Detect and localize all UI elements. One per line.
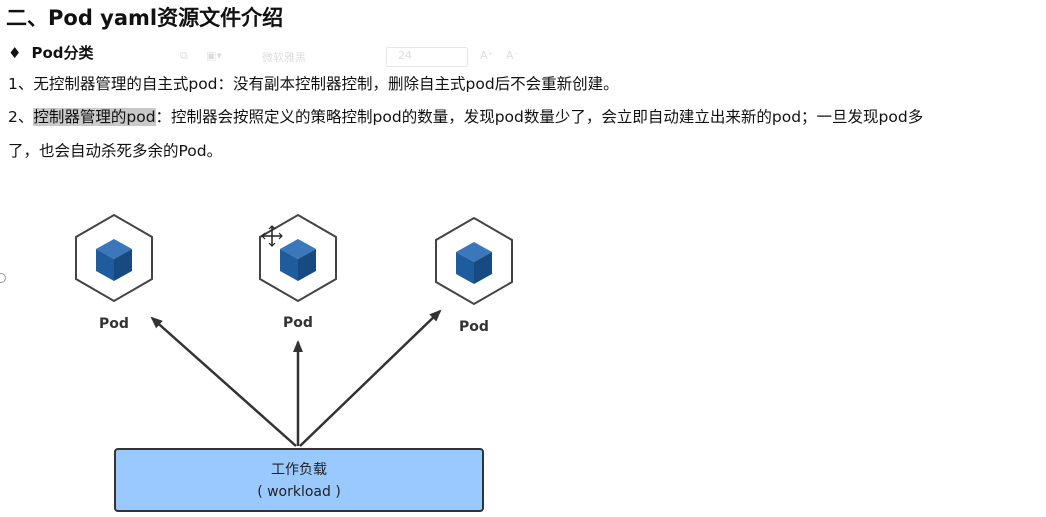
paragraph-2-rest: ：控制器会按照定义的策略控制pod的数量，发现pod数量少了，会立即自动建立出来… <box>155 108 924 126</box>
pod-label: Pod <box>99 316 129 332</box>
arrow-to-pod-1 <box>150 316 297 447</box>
pod-icon <box>435 216 513 306</box>
subheading-pod-categories: ♦ Pod分类 <box>8 42 94 64</box>
arrow-to-pod-3 <box>299 309 442 447</box>
floating-format-toolbar[interactable]: ⧉ ▣▾ 微软雅黑 24 A⁺ A⁻ <box>176 44 536 70</box>
font-grow-button[interactable]: A⁺ <box>480 49 494 62</box>
section-heading: 二、Pod yaml资源文件介绍 <box>6 6 284 30</box>
diamond-bullet-icon: ♦ <box>8 44 22 62</box>
paragraph-2-prefix: 2、 <box>8 108 34 126</box>
workload-subtitle: ( workload ) <box>257 484 341 500</box>
pod-label: Pod <box>283 315 313 331</box>
copy-icon[interactable]: ⧉ <box>180 49 188 62</box>
font-name-select[interactable]: 微软雅黑 <box>262 51 306 64</box>
move-cursor-icon <box>261 225 283 247</box>
paragraph-3: 了，也会自动杀死多余的Pod。 <box>8 142 223 160</box>
highlighted-selection[interactable]: 控制器管理的pod <box>33 108 156 126</box>
paste-icon[interactable]: ▣▾ <box>206 49 222 62</box>
font-shrink-button[interactable]: A⁻ <box>506 49 520 62</box>
resize-handle[interactable] <box>0 273 6 283</box>
workload-title: 工作负载 <box>271 462 327 478</box>
font-size-value: 24 <box>398 49 412 62</box>
workload-box <box>114 448 484 512</box>
pod-icon <box>75 213 153 303</box>
pod-label: Pod <box>459 319 489 335</box>
font-size-select-box[interactable] <box>386 47 468 67</box>
paragraph-1: 1、无控制器管理的自主式pod：没有副本控制器控制，删除自主式pod后不会重新创… <box>8 75 619 93</box>
paragraph-2: 2、控制器管理的pod：控制器会按照定义的策略控制pod的数量，发现pod数量少… <box>8 106 923 128</box>
subheading-text: Pod分类 <box>31 44 94 62</box>
